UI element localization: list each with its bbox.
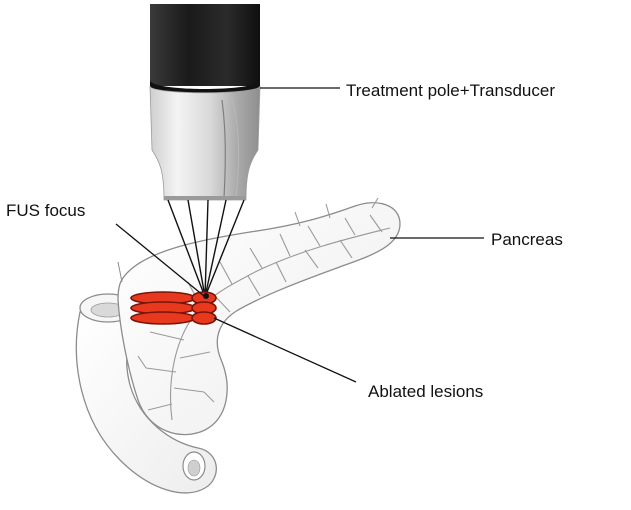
leader-line-fus: [115, 223, 205, 297]
label-ablated-lesions: Ablated lesions: [368, 382, 484, 401]
focus-point: [203, 293, 209, 299]
ultrasound-beams: [167, 199, 245, 298]
ablated-lesions: [130, 291, 217, 325]
treatment-pole: [150, 4, 260, 94]
leader-line-ablated: [213, 317, 357, 383]
lesion-right-bottom: [191, 311, 217, 325]
label-fus-focus: FUS focus: [6, 201, 86, 220]
transducer: [149, 85, 261, 201]
label-transducer: Treatment pole+Transducer: [346, 81, 555, 100]
label-pancreas: Pancreas: [491, 230, 563, 249]
duodenum: [75, 293, 217, 494]
lesion-left-bottom: [130, 311, 196, 325]
pancreas-organ: [117, 197, 401, 436]
